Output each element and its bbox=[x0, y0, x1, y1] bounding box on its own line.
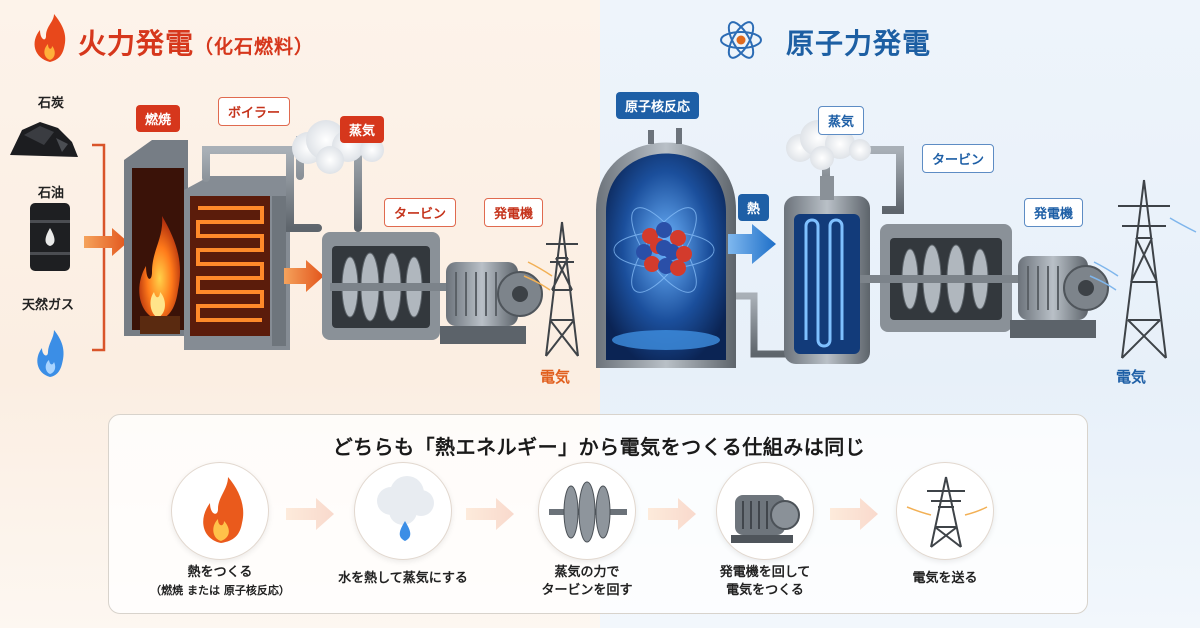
tag-heat: 熱 bbox=[738, 194, 770, 221]
step-1-circle bbox=[171, 462, 269, 560]
step-4-text: 発電機を回して 電気をつくる bbox=[680, 564, 850, 600]
step-3-circle bbox=[538, 462, 636, 560]
tag-boiler: ボイラー bbox=[218, 97, 291, 126]
step-4-circle bbox=[716, 462, 814, 560]
tag-generator-fire: 発電機 bbox=[484, 198, 544, 227]
reactor-vessel bbox=[596, 128, 736, 368]
steam-generator bbox=[784, 176, 870, 364]
step-3-line1: 蒸気の力で bbox=[554, 565, 620, 580]
step-2-circle bbox=[354, 462, 452, 560]
step-2-text: 水を熱して蒸気にする bbox=[318, 570, 488, 588]
power-tower-nuclear bbox=[1089, 179, 1197, 359]
steam-drop-icon bbox=[377, 476, 434, 541]
tag-generator-nuclear: 発電機 bbox=[1024, 198, 1084, 227]
thermal-power-title: 火力発電（化石燃料） bbox=[78, 22, 314, 62]
step-1-line2: （燃焼 または 原子核反応） bbox=[150, 584, 290, 597]
step-1-text: 熱をつくる （燃焼 または 原子核反応） bbox=[135, 564, 305, 600]
tag-turbine-nuclear: タービン bbox=[922, 144, 995, 173]
tag-combustion: 燃焼 bbox=[136, 105, 181, 132]
oil-barrel-icon bbox=[30, 203, 70, 271]
power-tower-icon bbox=[906, 476, 988, 548]
flame-icon bbox=[203, 477, 244, 543]
tag-reactor: 原子核反応 bbox=[616, 92, 700, 119]
steam-cloud bbox=[292, 120, 384, 174]
step-5-line1: 電気を送る bbox=[912, 571, 978, 586]
generator-nuclear bbox=[1010, 256, 1109, 338]
thermal-power-subtitle: （化石燃料） bbox=[194, 36, 315, 58]
generator-fire bbox=[440, 262, 543, 344]
electricity-label-fire: 電気 bbox=[540, 368, 571, 386]
step-4-line1: 発電機を回して bbox=[719, 565, 811, 580]
turbine-icon bbox=[549, 481, 627, 543]
step-5-circle bbox=[896, 462, 994, 560]
fuel-label-oil: 石油 bbox=[38, 186, 65, 201]
nuclear-power-title: 原子力発電 bbox=[786, 27, 932, 60]
generator-icon bbox=[731, 495, 800, 543]
step-5-text: 電気を送る bbox=[860, 570, 1030, 588]
turbine-fire bbox=[322, 232, 530, 340]
summary-title: どちらも「熱エネルギー」から電気をつくる仕組みは同じ bbox=[332, 435, 866, 459]
thermal-power-title-text: 火力発電 bbox=[78, 27, 195, 60]
nuclear-pipe bbox=[736, 292, 790, 358]
atomic-nucleus bbox=[636, 222, 692, 276]
electricity-label-nuclear: 電気 bbox=[1116, 368, 1147, 386]
flame-icon bbox=[34, 14, 66, 62]
fuel-label-coal: 石炭 bbox=[38, 96, 65, 111]
step-2-line1: 水を熱して蒸気にする bbox=[338, 571, 468, 586]
coal-icon bbox=[10, 122, 78, 157]
fuel-label-gas: 天然ガス bbox=[22, 298, 75, 313]
turbine-nuclear bbox=[860, 224, 1080, 332]
boiler bbox=[184, 176, 290, 350]
tag-steam-fire: 蒸気 bbox=[340, 116, 385, 143]
tag-turbine-fire: タービン bbox=[384, 198, 457, 227]
furnace bbox=[124, 140, 188, 336]
atom-icon bbox=[720, 21, 762, 59]
step-3-line2: タービンを回す bbox=[541, 583, 633, 598]
tag-steam-nuclear: 蒸気 bbox=[818, 106, 865, 135]
gas-flame-icon bbox=[37, 330, 64, 377]
step-1-line1: 熱をつくる bbox=[187, 565, 253, 580]
step-3-text: 蒸気の力で タービンを回す bbox=[502, 564, 672, 600]
power-tower-fire bbox=[523, 221, 579, 357]
step-4-line2: 電気をつくる bbox=[726, 583, 804, 598]
